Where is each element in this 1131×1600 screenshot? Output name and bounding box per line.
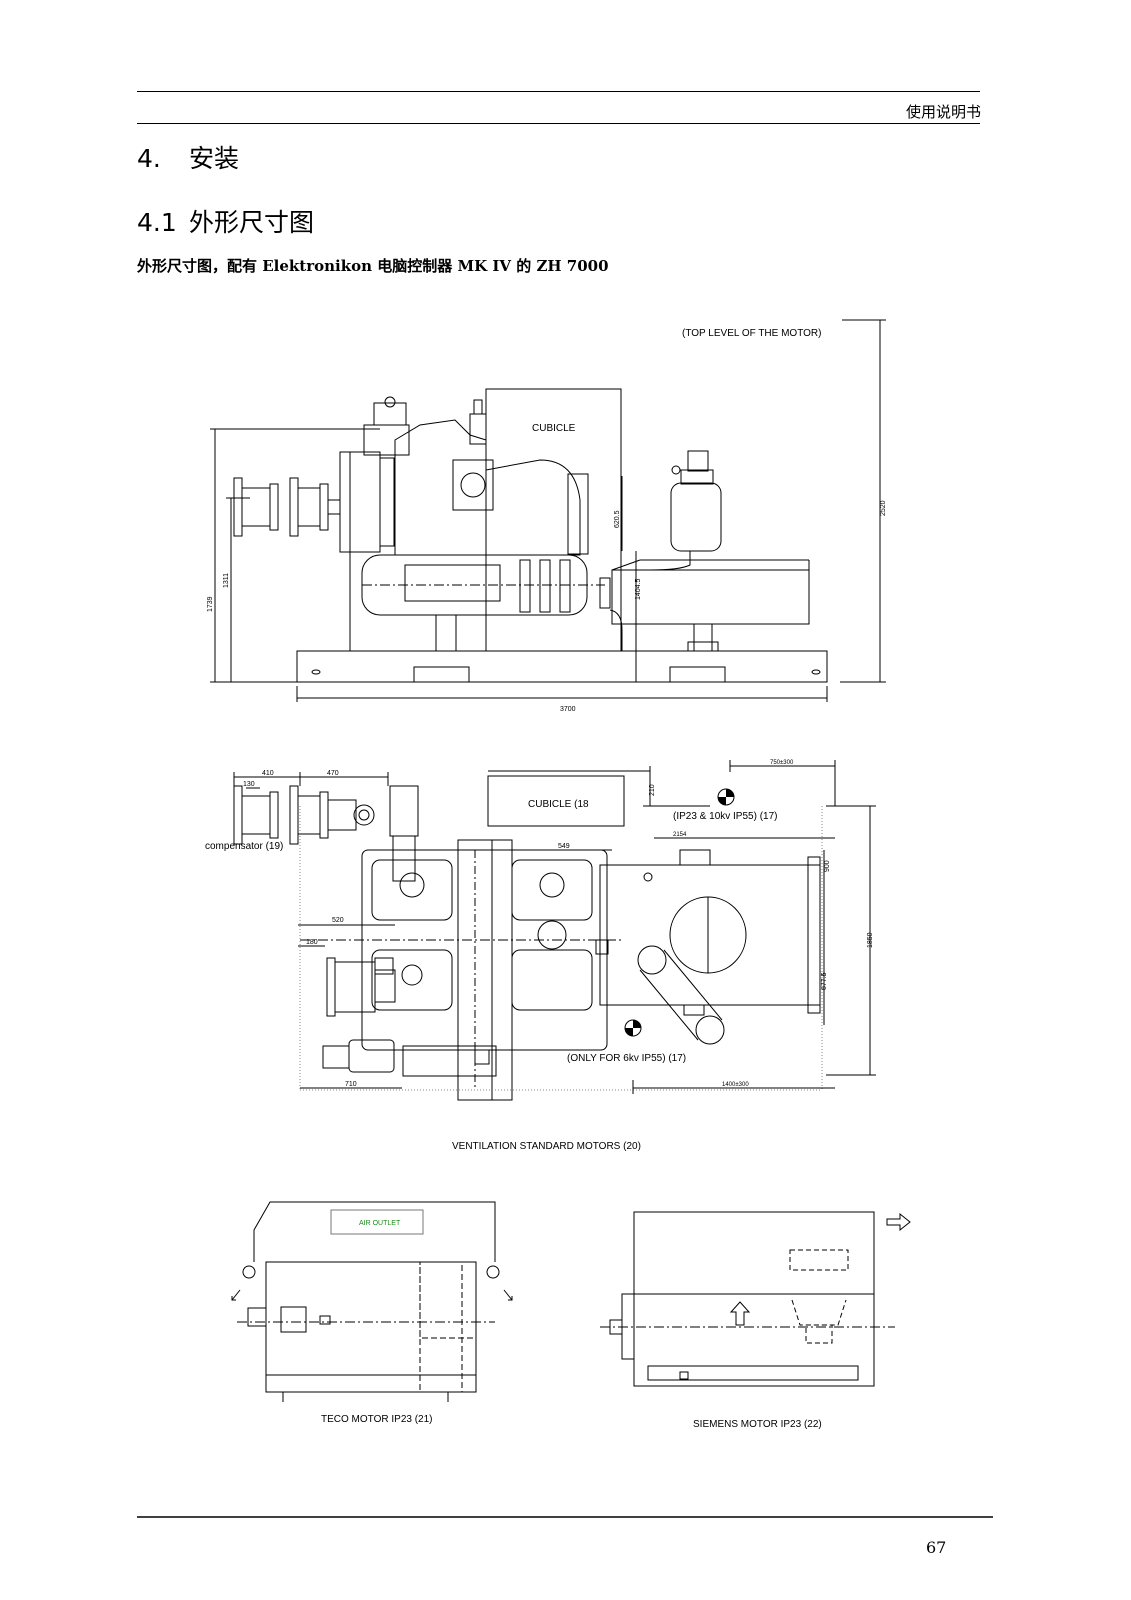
subsection-number: 4.1 xyxy=(137,208,177,237)
dim-710: 710 xyxy=(345,1081,357,1088)
front-view xyxy=(210,319,886,702)
dim-3700: 3700 xyxy=(560,706,576,713)
siemens-caption: SIEMENS MOTOR IP23 (22) xyxy=(693,1419,822,1430)
subsection-title: 外形尺寸图 xyxy=(189,208,315,237)
dim-900: 900 xyxy=(824,860,831,872)
dim-1404: 1404.5 xyxy=(635,578,642,600)
manual-label: 使用说明书 xyxy=(905,103,981,121)
teco-caption: TECO MOTOR IP23 (21) xyxy=(321,1414,433,1425)
figure-caption: 外形尺寸图，配有 Elektronikon 电脑控制器 MK IV 的 ZH 7… xyxy=(137,257,609,275)
compensator-label: compensator (19) xyxy=(205,841,283,852)
dim-410: 410 xyxy=(262,770,274,777)
dim-620: 620.5 xyxy=(614,510,621,528)
dim-1739: 1739 xyxy=(207,596,214,612)
ip23-label: (IP23 & 10kv IP55) (17) xyxy=(673,811,778,822)
dim-180: 180 xyxy=(306,939,318,946)
dim-549: 549 xyxy=(558,843,570,850)
dim-210: 210 xyxy=(649,784,656,796)
section-heading: 4. 安装 xyxy=(137,139,239,175)
front-cubicle-label: CUBICLE xyxy=(532,423,576,434)
top-view xyxy=(233,760,876,1101)
only6kv-label: (ONLY FOR 6kv IP55) (17) xyxy=(567,1053,686,1064)
section-title: 安装 xyxy=(189,144,240,173)
header-rule-bottom xyxy=(137,123,980,124)
dim-520: 520 xyxy=(332,917,344,924)
centre-of-gravity-marks xyxy=(624,788,735,1037)
dim-677: 677.5 xyxy=(821,972,828,990)
dim-1311: 1311 xyxy=(223,573,230,588)
section-number: 4. xyxy=(137,144,161,173)
dim-1400: 1400±300 xyxy=(722,1082,749,1088)
top-cubicle-label: CUBICLE (18 xyxy=(528,799,589,810)
header-rule-top xyxy=(137,91,980,92)
teco-motor-drawing xyxy=(231,1201,513,1402)
ventilation-title: VENTILATION STANDARD MOTORS (20) xyxy=(452,1141,641,1152)
dim-750: 750±300 xyxy=(770,760,794,766)
top-level-label: (TOP LEVEL OF THE MOTOR) xyxy=(682,328,821,339)
page-number: 67 xyxy=(926,1538,947,1557)
air-outlet-label: AIR OUTLET xyxy=(359,1220,401,1227)
dim-470: 470 xyxy=(327,770,339,777)
dim-2154: 2154 xyxy=(673,832,687,838)
subsection-heading: 4.1 外形尺寸图 xyxy=(137,203,314,239)
siemens-motor-drawing xyxy=(600,1211,911,1387)
dim-2520: 2520 xyxy=(880,500,887,516)
dim-130: 130 xyxy=(243,781,255,788)
dim-1850: 1850 xyxy=(867,932,874,948)
